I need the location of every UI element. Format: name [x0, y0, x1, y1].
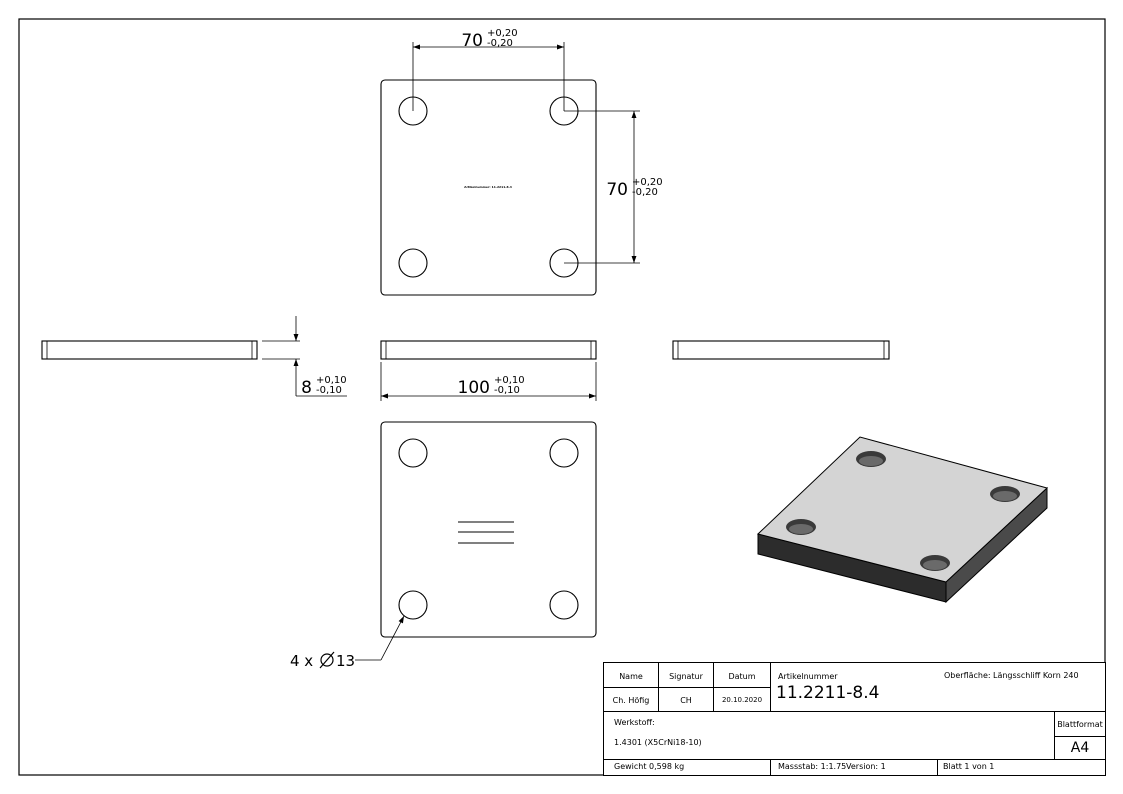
- date-value: 20.10.2020: [721, 696, 763, 704]
- dim-overall-width-nominal: 100: [458, 378, 490, 398]
- engraving-text: Artikelnummer: 11.2211-8.4: [464, 185, 512, 189]
- dim-thickness-nominal: 8: [301, 378, 312, 398]
- hole: [398, 438, 428, 468]
- dim-thickness-lower: -0,10: [316, 385, 342, 396]
- hole-diameter: 13: [336, 652, 355, 670]
- dim-top-width-lower: -0,20: [487, 38, 513, 49]
- version: Version: 1: [846, 762, 886, 771]
- dimension-overall-width: 100 +0,10 -0,10: [380, 362, 597, 401]
- dim-right-height-upper: +0,20: [632, 177, 663, 188]
- sheet-format-value: A4: [1070, 740, 1090, 756]
- scale: Massstab: 1:1.75: [778, 762, 847, 771]
- dim-top-width-nominal: 70: [461, 31, 483, 51]
- bottom-view: [380, 421, 597, 638]
- signature-header-cell: Signatur: [659, 663, 714, 688]
- sheet-format-label-cell: Blattformat: [1055, 712, 1105, 737]
- dim-overall-width-lower: -0,10: [494, 385, 520, 396]
- dimension-thickness: 8 +0,10 -0,10: [262, 316, 347, 398]
- dim-right-height-nominal: 70: [606, 180, 628, 200]
- name-value-cell: Ch. Höfig: [604, 688, 659, 712]
- signature-header: Signatur: [669, 672, 703, 681]
- date-header-cell: Datum: [714, 663, 771, 688]
- side-view-right: [672, 340, 890, 360]
- sheet-border: [18, 18, 1106, 776]
- dimension-top-width: 70 +0,20 -0,20: [412, 28, 565, 111]
- weight-cell: Gewicht 0,598 kg: [604, 760, 771, 775]
- signature-value: CH: [680, 696, 692, 705]
- plate-outline-bottom: [380, 421, 597, 638]
- hole-count: 4 x: [290, 652, 313, 670]
- date-value-cell: 20.10.2020: [714, 688, 771, 712]
- sheet-format-label: Blattformat: [1057, 720, 1103, 729]
- hole: [549, 438, 579, 468]
- top-view: Artikelnummer: 11.2211-8.4: [380, 79, 597, 296]
- plate-outline-top: [380, 79, 597, 296]
- surface-value: Längsschliff Korn 240: [993, 671, 1079, 680]
- article-label: Artikelnummer: [778, 672, 838, 681]
- surface-label: Oberfläche:: [944, 671, 991, 680]
- scale-cell: Massstab: 1:1.75 Version: 1: [771, 760, 938, 775]
- material-cell: Werkstoff: 1.4301 (X5CrNi18-10): [604, 712, 1055, 760]
- signature-value-cell: CH: [659, 688, 714, 712]
- hole-callout: 4 x 13: [290, 615, 405, 670]
- dim-right-height-lower: -0,20: [632, 187, 658, 198]
- sheet-format-value-cell: A4: [1055, 737, 1105, 760]
- side-view-left: [41, 340, 258, 360]
- material-label: Werkstoff:: [614, 718, 655, 727]
- side-view-front: [380, 340, 597, 360]
- dimension-right-height: 70 +0,20 -0,20: [564, 110, 663, 264]
- name-header: Name: [619, 672, 643, 681]
- title-block: Name Signatur Datum Ch. Höfig CH 20.10.2…: [603, 662, 1106, 776]
- hole: [549, 590, 579, 620]
- date-header: Datum: [728, 672, 756, 681]
- diameter-icon: [319, 651, 335, 669]
- hole: [398, 248, 428, 278]
- material-value: 1.4301 (X5CrNi18-10): [614, 738, 702, 747]
- name-value: Ch. Höfig: [612, 696, 650, 705]
- sheet-number-cell: Blatt 1 von 1: [938, 760, 1105, 775]
- weight: Gewicht 0,598 kg: [614, 762, 685, 771]
- sheet-number: Blatt 1 von 1: [943, 762, 995, 771]
- article-cell: Artikelnummer Oberfläche: Längsschliff K…: [771, 663, 1105, 712]
- dim-top-width-upper: +0,20: [487, 28, 518, 39]
- isometric-view: [757, 436, 1048, 604]
- hole: [398, 590, 428, 620]
- article-number: 11.2211-8.4: [776, 683, 880, 703]
- name-header-cell: Name: [604, 663, 659, 688]
- dim-overall-width-upper: +0,10: [494, 375, 525, 386]
- dim-thickness-upper: +0,10: [316, 375, 347, 386]
